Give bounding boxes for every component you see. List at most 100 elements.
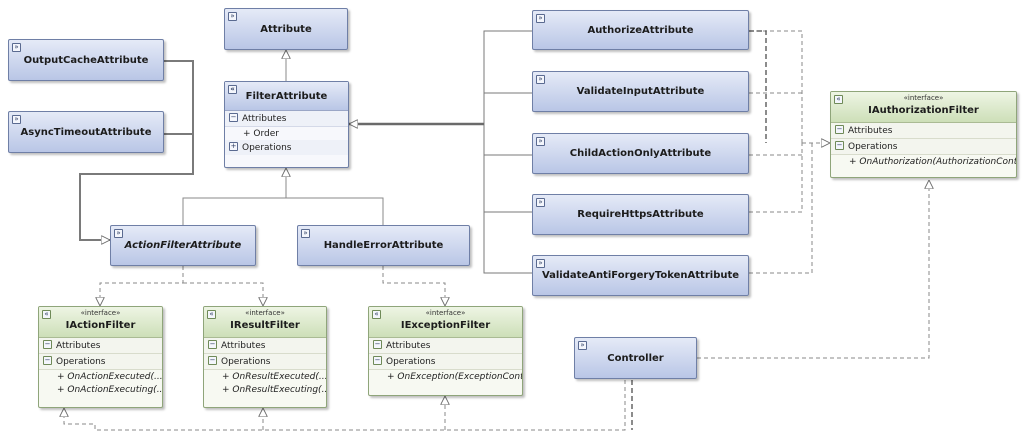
- class-name: ValidateAntiForgeryTokenAttribute: [541, 270, 740, 281]
- expand-toggle-icon[interactable]: «: [42, 310, 51, 319]
- stereotype-label: «interface»: [425, 309, 466, 317]
- expand-toggle-icon[interactable]: «: [834, 95, 843, 104]
- edge-realize-action-result: [100, 266, 263, 306]
- attributes-section[interactable]: − Attributes: [204, 338, 326, 354]
- operation-item: + OnResultExecuting(...: [222, 384, 326, 395]
- class-name: FilterAttribute: [245, 90, 328, 102]
- interface-header: « «interface» IResultFilter: [204, 307, 326, 338]
- class-authorize-attribute[interactable]: » AuthorizeAttribute: [532, 10, 749, 50]
- class-require-https-attribute[interactable]: » RequireHttpsAttribute: [532, 194, 749, 235]
- class-name: RequireHttpsAttribute: [577, 209, 704, 220]
- minus-toggle-icon[interactable]: −: [835, 125, 844, 134]
- minus-toggle-icon[interactable]: −: [43, 356, 52, 365]
- stereotype-label: «interface»: [903, 94, 944, 102]
- interface-iresult-filter[interactable]: « «interface» IResultFilter − Attributes…: [203, 306, 327, 408]
- section-label: Attributes: [848, 125, 893, 136]
- interface-iauthorization-filter[interactable]: « «interface» IAuthorizationFilter − Att…: [830, 91, 1017, 178]
- minus-toggle-icon[interactable]: −: [373, 340, 382, 349]
- attribute-item: + Order: [243, 128, 279, 139]
- minus-toggle-icon[interactable]: −: [43, 340, 52, 349]
- attributes-section[interactable]: − Attributes: [369, 338, 522, 354]
- expand-toggle-icon[interactable]: «: [228, 85, 237, 94]
- interface-name: IAuthorizationFilter: [868, 105, 979, 116]
- minus-toggle-icon[interactable]: −: [835, 141, 844, 150]
- operations-section[interactable]: − Operations: [831, 139, 1016, 155]
- operation-item: + OnActionExecuted(...: [57, 371, 162, 382]
- edge-children-to-filter: [182, 168, 384, 225]
- attributes-section[interactable]: − Attributes: [39, 338, 162, 354]
- class-attribute[interactable]: » Attribute: [224, 8, 348, 50]
- minus-toggle-icon[interactable]: −: [229, 113, 238, 122]
- interface-header: « «interface» IActionFilter: [39, 307, 162, 338]
- minus-toggle-icon[interactable]: −: [208, 340, 217, 349]
- section-label: Operations: [848, 141, 898, 152]
- plus-toggle-icon[interactable]: +: [229, 142, 238, 151]
- class-name: AuthorizeAttribute: [587, 24, 694, 36]
- interface-header: « «interface» IExceptionFilter: [369, 307, 522, 338]
- collapse-toggle-icon[interactable]: »: [228, 12, 237, 21]
- class-name: OutputCacheAttribute: [23, 54, 149, 66]
- collapse-toggle-icon[interactable]: »: [536, 198, 545, 207]
- collapse-toggle-icon[interactable]: »: [578, 341, 587, 350]
- class-validate-antiforgery-token-attribute[interactable]: » ValidateAntiForgeryTokenAttribute: [532, 255, 749, 296]
- operations-section[interactable]: − Operations: [369, 354, 522, 370]
- edge-right-to-filter: [483, 30, 532, 274]
- operation-item: + OnResultExecuted(...: [222, 371, 326, 382]
- operation-item: + OnActionExecuting(...: [57, 384, 162, 395]
- section-label: Operations: [386, 356, 436, 367]
- class-validate-input-attribute[interactable]: » ValidateInputAttribute: [532, 71, 749, 112]
- class-controller[interactable]: » Controller: [574, 337, 697, 379]
- interface-name: IExceptionFilter: [400, 320, 491, 331]
- section-label: Attributes: [242, 113, 287, 124]
- class-async-timeout-attribute[interactable]: » AsyncTimeoutAttribute: [8, 111, 164, 153]
- collapse-toggle-icon[interactable]: »: [114, 229, 123, 238]
- operations-section[interactable]: − Operations: [39, 354, 162, 370]
- operation-item: + OnException(ExceptionCont...: [387, 371, 522, 382]
- interface-name: IActionFilter: [65, 320, 136, 331]
- edge-realize-authorization: [749, 30, 830, 274]
- class-output-cache-attribute[interactable]: » OutputCacheAttribute: [8, 39, 164, 81]
- class-handle-error-attribute[interactable]: » HandleErrorAttribute: [297, 225, 470, 266]
- interface-iexception-filter[interactable]: « «interface» IExceptionFilter − Attribu…: [368, 306, 523, 396]
- class-name: Controller: [607, 352, 664, 364]
- collapse-toggle-icon[interactable]: »: [12, 115, 21, 124]
- collapse-toggle-icon[interactable]: »: [536, 14, 545, 23]
- class-name: AsyncTimeoutAttribute: [20, 126, 152, 138]
- section-label: Attributes: [56, 340, 101, 351]
- class-header: « FilterAttribute: [225, 82, 348, 111]
- class-name: ValidateInputAttribute: [576, 86, 705, 97]
- class-child-action-only-attribute[interactable]: » ChildActionOnlyAttribute: [532, 133, 749, 174]
- section-label: Attributes: [386, 340, 431, 351]
- stereotype-label: «interface»: [80, 309, 121, 317]
- interface-header: « «interface» IAuthorizationFilter: [831, 92, 1016, 123]
- stereotype-label: «interface»: [245, 309, 285, 317]
- collapse-toggle-icon[interactable]: »: [536, 137, 545, 146]
- section-label: Attributes: [221, 340, 266, 351]
- operations-section[interactable]: − Operations: [204, 354, 326, 370]
- class-filter-attribute[interactable]: « FilterAttribute − Attributes + Order +…: [224, 81, 349, 168]
- class-name: ChildActionOnlyAttribute: [569, 148, 712, 159]
- minus-toggle-icon[interactable]: −: [373, 356, 382, 365]
- attributes-section[interactable]: − Attributes: [225, 111, 348, 127]
- expand-toggle-icon[interactable]: «: [372, 310, 381, 319]
- operation-item: + OnAuthorization(AuthorizationCont...: [849, 156, 1016, 167]
- collapse-toggle-icon[interactable]: »: [301, 229, 310, 238]
- interface-name: IResultFilter: [230, 320, 300, 331]
- collapse-toggle-icon[interactable]: »: [536, 259, 545, 268]
- class-name: Attribute: [260, 23, 312, 35]
- collapse-toggle-icon[interactable]: »: [12, 43, 21, 52]
- edge-authorize-dark: [749, 30, 767, 143]
- collapse-toggle-icon[interactable]: »: [536, 75, 545, 84]
- section-label: Operations: [221, 356, 271, 367]
- interface-iaction-filter[interactable]: « «interface» IActionFilter − Attributes…: [38, 306, 163, 408]
- operations-section[interactable]: + Operations: [225, 140, 348, 155]
- edge-cache-to-actionfilter: [79, 60, 194, 240]
- expand-toggle-icon[interactable]: «: [207, 310, 216, 319]
- class-name: HandleErrorAttribute: [323, 240, 444, 251]
- attributes-section[interactable]: − Attributes: [831, 123, 1016, 139]
- minus-toggle-icon[interactable]: −: [208, 356, 217, 365]
- class-name: ActionFilterAttribute: [124, 240, 242, 251]
- class-action-filter-attribute[interactable]: » ActionFilterAttribute: [110, 225, 256, 266]
